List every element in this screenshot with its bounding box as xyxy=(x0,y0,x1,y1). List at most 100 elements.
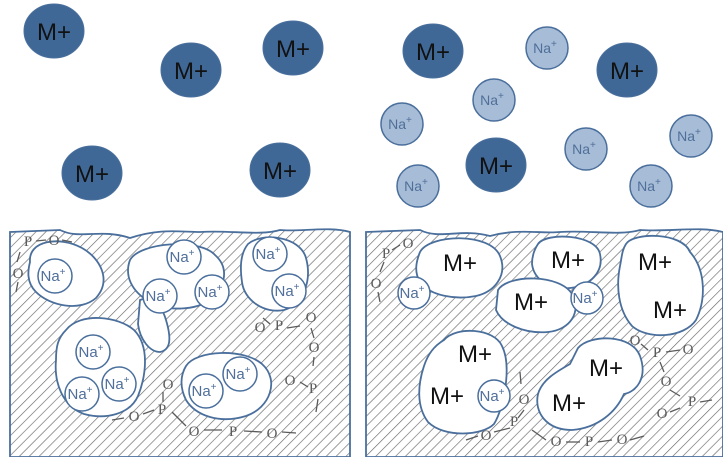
phosphorus-label: P xyxy=(510,414,518,430)
phosphorus-label: P xyxy=(158,402,166,418)
charge-label: + xyxy=(592,289,598,300)
svg-text:Na+: Na+ xyxy=(388,115,412,132)
oxygen-label: O xyxy=(13,266,24,282)
na-ion-label: Na xyxy=(402,111,420,127)
m-ion: M+ xyxy=(653,297,687,324)
charge-label: + xyxy=(498,91,504,102)
charge-label: + xyxy=(499,387,505,398)
charge-label: + xyxy=(422,177,428,188)
m-ion: M+ xyxy=(458,341,492,368)
m-ion: M+ xyxy=(551,247,585,274)
oxygen-label: O xyxy=(683,342,694,358)
na-ion-label: Na xyxy=(225,366,245,383)
na-ion: Na+ xyxy=(166,239,202,275)
na-ion-label: Na xyxy=(191,383,211,400)
na-ion-label: Na xyxy=(202,391,222,408)
phosphate-chain-labels: P O O P O O O O P O P O O P O xyxy=(13,233,320,442)
na-ion: Na+ xyxy=(570,281,604,315)
m-ion: M+ xyxy=(552,390,586,417)
m-ion-label: M+ xyxy=(589,355,623,382)
svg-text:Na+: Na+ xyxy=(67,385,92,403)
na-ion: Na+ xyxy=(397,276,431,310)
right-panel: M+ M+ M+ Na+ Na+ Na+ xyxy=(365,23,723,458)
phosphorus-label: P xyxy=(229,424,237,440)
phosphorus-label: P xyxy=(585,434,593,450)
cavity xyxy=(536,337,644,431)
m-ion-label: M+ xyxy=(430,383,464,410)
na-ion-label: Na xyxy=(572,141,590,157)
m-ion-label: M+ xyxy=(75,161,109,188)
m-ion: M+ xyxy=(430,383,464,410)
na-ion-label: Na xyxy=(479,388,499,405)
oxygen-label: O xyxy=(617,432,628,448)
na-ion-label: Na xyxy=(274,283,294,300)
na-ion: Na+ xyxy=(194,274,230,310)
oxygen-label: O xyxy=(630,333,641,349)
charge-label: + xyxy=(98,343,104,354)
svg-text:Na: Na xyxy=(202,391,222,408)
na-ion-label: Na xyxy=(388,116,406,132)
m-ion: M+ xyxy=(638,249,672,276)
charge-label: + xyxy=(294,282,300,293)
na-ion-label: Na xyxy=(255,246,275,263)
oxygen-label: O xyxy=(255,320,266,336)
charge-label: + xyxy=(124,375,130,386)
charge-label: + xyxy=(60,267,66,278)
na-ion: Na+ xyxy=(477,379,511,413)
m-ion: M+ xyxy=(465,137,527,193)
phosphorus-label: P xyxy=(653,345,661,361)
phosphate-chain-labels: P O O O P O O P O O P O O P O xyxy=(371,236,697,450)
phosphate-chain xyxy=(15,239,319,434)
na-ion: Na+ xyxy=(564,127,608,171)
svg-text:Na+: Na+ xyxy=(404,177,428,194)
charge-label: + xyxy=(551,39,557,50)
na-ion-label: Na xyxy=(637,178,655,194)
na-ion-label: Na xyxy=(572,290,592,307)
na-ion: Na xyxy=(202,391,222,408)
m-ion-label: M+ xyxy=(479,153,513,180)
charge-label: + xyxy=(87,385,93,396)
na-ion: Na+ xyxy=(101,366,137,402)
oxygen-label: O xyxy=(129,409,140,425)
na-ion-label: Na xyxy=(67,386,87,403)
m-ion-label: M+ xyxy=(37,19,71,46)
svg-text:Na+: Na+ xyxy=(572,140,596,157)
left-solution: M+ M+ M+ M+ M+ xyxy=(23,3,324,201)
oxygen-label: O xyxy=(285,373,296,389)
svg-text:Na+: Na+ xyxy=(677,127,701,144)
svg-text:Na+: Na+ xyxy=(572,289,597,307)
m-ion: M+ xyxy=(443,250,477,277)
m-ion: M+ xyxy=(249,142,311,198)
svg-text:Na+: Na+ xyxy=(191,382,216,400)
phosphorus-label: P xyxy=(24,234,32,250)
charge-label: + xyxy=(189,248,195,259)
charge-label: + xyxy=(211,382,217,393)
oxygen-label: O xyxy=(306,310,317,326)
oxygen-label: O xyxy=(49,233,60,249)
m-ion-label: M+ xyxy=(653,297,687,324)
svg-text:Na+: Na+ xyxy=(78,343,103,361)
na-ion: Na+ xyxy=(271,273,307,309)
oxygen-label: O xyxy=(481,428,492,444)
svg-text:Na+: Na+ xyxy=(479,387,504,405)
na-ion-label: Na xyxy=(404,178,422,194)
svg-text:Na+: Na+ xyxy=(255,245,280,263)
na-ion: Na+ xyxy=(525,26,569,70)
phosphorus-label: P xyxy=(309,381,317,397)
svg-text:Na+: Na+ xyxy=(399,284,424,302)
m-ion-label: M+ xyxy=(416,39,450,66)
charge-label: + xyxy=(590,140,596,151)
phosphate-chain xyxy=(377,244,713,443)
oxygen-label: O xyxy=(661,374,672,390)
svg-text:Na+: Na+ xyxy=(274,282,299,300)
svg-text:Na+: Na+ xyxy=(225,365,250,383)
m-ion-label: M+ xyxy=(174,58,208,85)
svg-text:Na: Na xyxy=(402,111,420,127)
oxygen-label: O xyxy=(551,434,562,450)
svg-text:Na+: Na+ xyxy=(40,267,65,285)
charge-label: + xyxy=(695,127,701,138)
oxygen-label: O xyxy=(163,377,174,393)
na-ion: Na+ xyxy=(629,164,673,208)
na-ion-label: Na xyxy=(104,376,124,393)
